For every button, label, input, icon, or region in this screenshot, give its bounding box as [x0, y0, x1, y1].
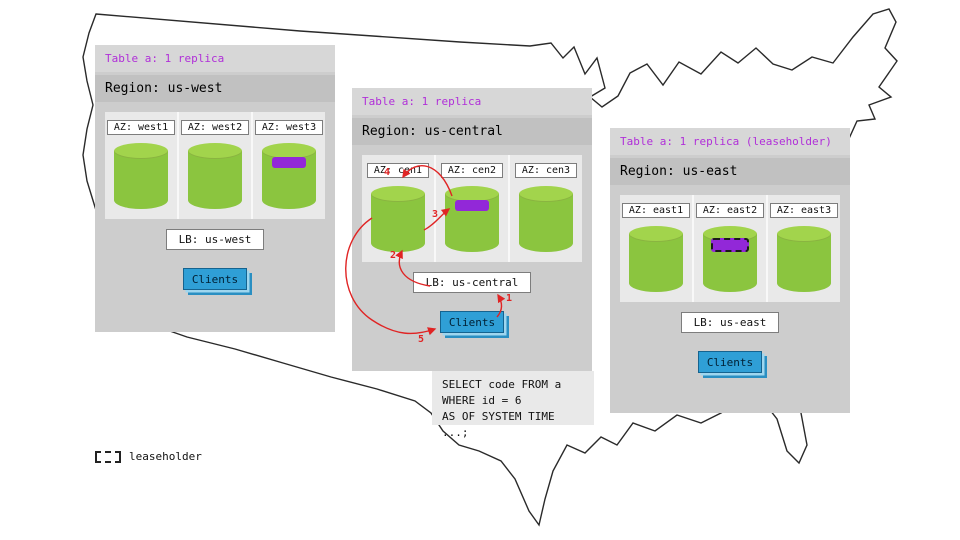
- az-row-east: AZ: east1 AZ: east2 AZ: east3: [620, 195, 840, 302]
- cylinder-top: [371, 186, 425, 202]
- az-label-east3: AZ: east3: [769, 203, 839, 218]
- step-2: 2: [390, 250, 397, 261]
- cylinder-body: [777, 234, 831, 292]
- step-5: 5: [418, 334, 425, 345]
- lb-us-west: LB: us-west: [165, 229, 265, 250]
- replica-badge-cen2: [455, 200, 489, 211]
- leaseholder-swatch: [95, 450, 121, 463]
- db-cylinder-east3: [777, 226, 831, 292]
- lb-us-central: LB: us-central: [412, 272, 532, 293]
- az-label-east2: AZ: east2: [695, 203, 765, 218]
- az-cen2: AZ: cen2: [434, 155, 508, 262]
- cylinder-top: [629, 226, 683, 242]
- cylinder-body: [629, 234, 683, 292]
- az-label-west1: AZ: west1: [106, 120, 176, 135]
- az-east3: AZ: east3: [766, 195, 840, 302]
- table-replica-label-west: Table a: 1 replica: [95, 45, 335, 72]
- replica-badge-west3: [272, 157, 306, 168]
- lb-us-east: LB: us-east: [680, 312, 780, 333]
- cylinder-top: [114, 143, 168, 159]
- region-panel-us-west: Table a: 1 replica Region: us-west AZ: w…: [95, 45, 335, 332]
- az-row-central: AZ: cen1 AZ: cen2 AZ: cen3: [362, 155, 582, 262]
- cylinder-body: [114, 151, 168, 209]
- az-east1: AZ: east1: [620, 195, 692, 302]
- db-cylinder-east2: [703, 226, 757, 292]
- cylinder-top: [262, 143, 316, 159]
- step-1: 1: [506, 293, 513, 304]
- region-panel-us-central: Table a: 1 replica Region: us-central AZ…: [352, 88, 592, 371]
- cylinder-body: [371, 194, 425, 252]
- az-cen1: AZ: cen1: [362, 155, 434, 262]
- cylinder-top: [445, 186, 499, 202]
- db-cylinder-west2: [188, 143, 242, 209]
- cylinder-body: [519, 194, 573, 252]
- az-west2: AZ: west2: [177, 112, 251, 219]
- table-replica-label-east: Table a: 1 replica (leaseholder): [610, 128, 850, 155]
- az-label-cen1: AZ: cen1: [366, 163, 430, 178]
- region-title-central: Region: us-central: [352, 118, 592, 145]
- leaseholder-replica-badge-east2: [711, 238, 749, 252]
- az-label-west3: AZ: west3: [254, 120, 324, 135]
- az-label-cen2: AZ: cen2: [440, 163, 504, 178]
- cylinder-body: [188, 151, 242, 209]
- az-cen3: AZ: cen3: [508, 155, 582, 262]
- db-cylinder-east1: [629, 226, 683, 292]
- region-title-east: Region: us-east: [610, 158, 850, 185]
- cylinder-top: [777, 226, 831, 242]
- az-east2: AZ: east2: [692, 195, 766, 302]
- az-west3: AZ: west3: [251, 112, 325, 219]
- sql-line-1: SELECT code FROM a: [442, 378, 562, 391]
- db-cylinder-cen1: [371, 186, 425, 252]
- legend-label: leaseholder: [129, 450, 202, 463]
- db-cylinder-cen2: [445, 186, 499, 252]
- region-title-west: Region: us-west: [95, 75, 335, 102]
- az-label-west2: AZ: west2: [180, 120, 250, 135]
- sql-line-3: AS OF SYSTEM TIME ...;: [442, 409, 555, 439]
- cylinder-top: [188, 143, 242, 159]
- sql-query: SELECT code FROM a WHERE id = 6 AS OF SY…: [432, 371, 594, 439]
- clients-button-us-east[interactable]: Clients: [698, 351, 762, 373]
- db-cylinder-cen3: [519, 186, 573, 252]
- az-row-west: AZ: west1 AZ: west2 AZ: west3: [105, 112, 325, 219]
- cylinder-top: [519, 186, 573, 202]
- step-4: 4: [384, 167, 391, 178]
- clients-button-us-west[interactable]: Clients: [183, 268, 247, 290]
- region-panel-us-east: Table a: 1 replica (leaseholder) Region:…: [610, 128, 850, 413]
- az-west1: AZ: west1: [105, 112, 177, 219]
- az-label-east1: AZ: east1: [621, 203, 691, 218]
- az-label-cen3: AZ: cen3: [514, 163, 578, 178]
- step-3: 3: [432, 209, 439, 220]
- db-cylinder-west3: [262, 143, 316, 209]
- clients-button-us-central[interactable]: Clients: [440, 311, 504, 333]
- table-replica-label-central: Table a: 1 replica: [352, 88, 592, 115]
- sql-line-2: WHERE id = 6: [442, 393, 522, 407]
- db-cylinder-west1: [114, 143, 168, 209]
- legend: leaseholder: [95, 450, 202, 463]
